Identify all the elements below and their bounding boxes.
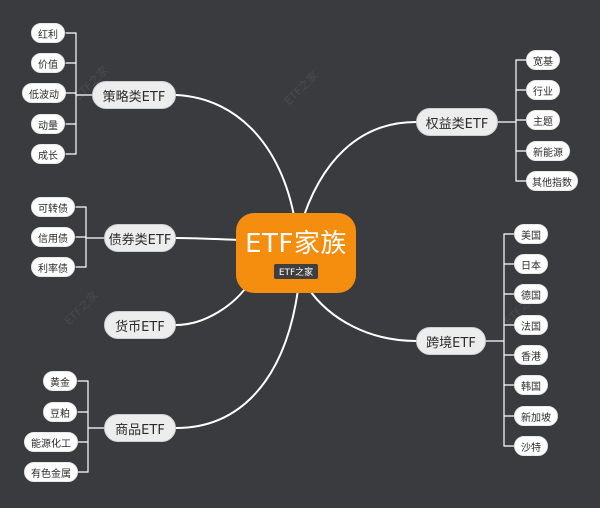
leaf-cross-3[interactable]: 法国 <box>514 315 548 335</box>
leaf-strategy-4[interactable]: 成长 <box>31 144 65 164</box>
connector-strategy <box>175 94 297 229</box>
leaf-equity-2[interactable]: 主题 <box>526 110 560 130</box>
leaf-cross-7[interactable]: 沙特 <box>514 436 548 456</box>
leaf-equity-0[interactable]: 宽基 <box>526 50 560 70</box>
leaf-commodity-1[interactable]: 豆粕 <box>43 402 77 422</box>
leaf-equity-4[interactable]: 其他指数 <box>526 171 578 191</box>
branch-money[interactable]: 货币ETF <box>104 311 176 339</box>
leaf-cross-6[interactable]: 新加坡 <box>514 406 558 426</box>
connector-money <box>175 281 251 326</box>
leaf-bond-1[interactable]: 信用债 <box>31 227 75 247</box>
center-node[interactable]: ETF家族 ETF之家 <box>236 213 356 293</box>
leaf-strategy-0[interactable]: 红利 <box>31 23 65 43</box>
branch-equity[interactable]: 权益类ETF <box>416 108 498 136</box>
leaf-cross-0[interactable]: 美国 <box>514 224 548 244</box>
leaf-commodity-0[interactable]: 黄金 <box>43 371 77 391</box>
leaf-commodity-2[interactable]: 能源化工 <box>24 432 78 452</box>
leaf-equity-1[interactable]: 行业 <box>526 80 560 100</box>
connector-cross <box>307 287 417 342</box>
leaf-bond-0[interactable]: 可转债 <box>31 197 75 217</box>
connector-bond <box>175 237 241 241</box>
leaf-strategy-2[interactable]: 低波动 <box>22 83 66 103</box>
connector-equity <box>299 121 417 229</box>
branch-strategy[interactable]: 策略类ETF <box>92 81 176 109</box>
center-title: ETF家族 <box>245 228 347 259</box>
center-tag: ETF之家 <box>273 263 319 279</box>
connector-commodity <box>175 289 299 429</box>
leaf-cross-5[interactable]: 韩国 <box>514 375 548 395</box>
leaf-cross-4[interactable]: 香港 <box>514 345 548 365</box>
leaf-strategy-1[interactable]: 价值 <box>31 53 65 73</box>
branch-bond[interactable]: 债券类ETF <box>104 224 176 252</box>
leaf-cross-1[interactable]: 日本 <box>514 254 548 274</box>
leaf-bond-2[interactable]: 利率债 <box>31 257 75 277</box>
branch-cross[interactable]: 跨境ETF <box>416 327 486 355</box>
leaf-strategy-3[interactable]: 动量 <box>31 114 65 134</box>
branch-commodity[interactable]: 商品ETF <box>104 414 176 442</box>
leaf-cross-2[interactable]: 德国 <box>514 284 548 304</box>
leaf-equity-3[interactable]: 新能源 <box>526 141 570 161</box>
leaf-commodity-3[interactable]: 有色金属 <box>24 462 78 482</box>
